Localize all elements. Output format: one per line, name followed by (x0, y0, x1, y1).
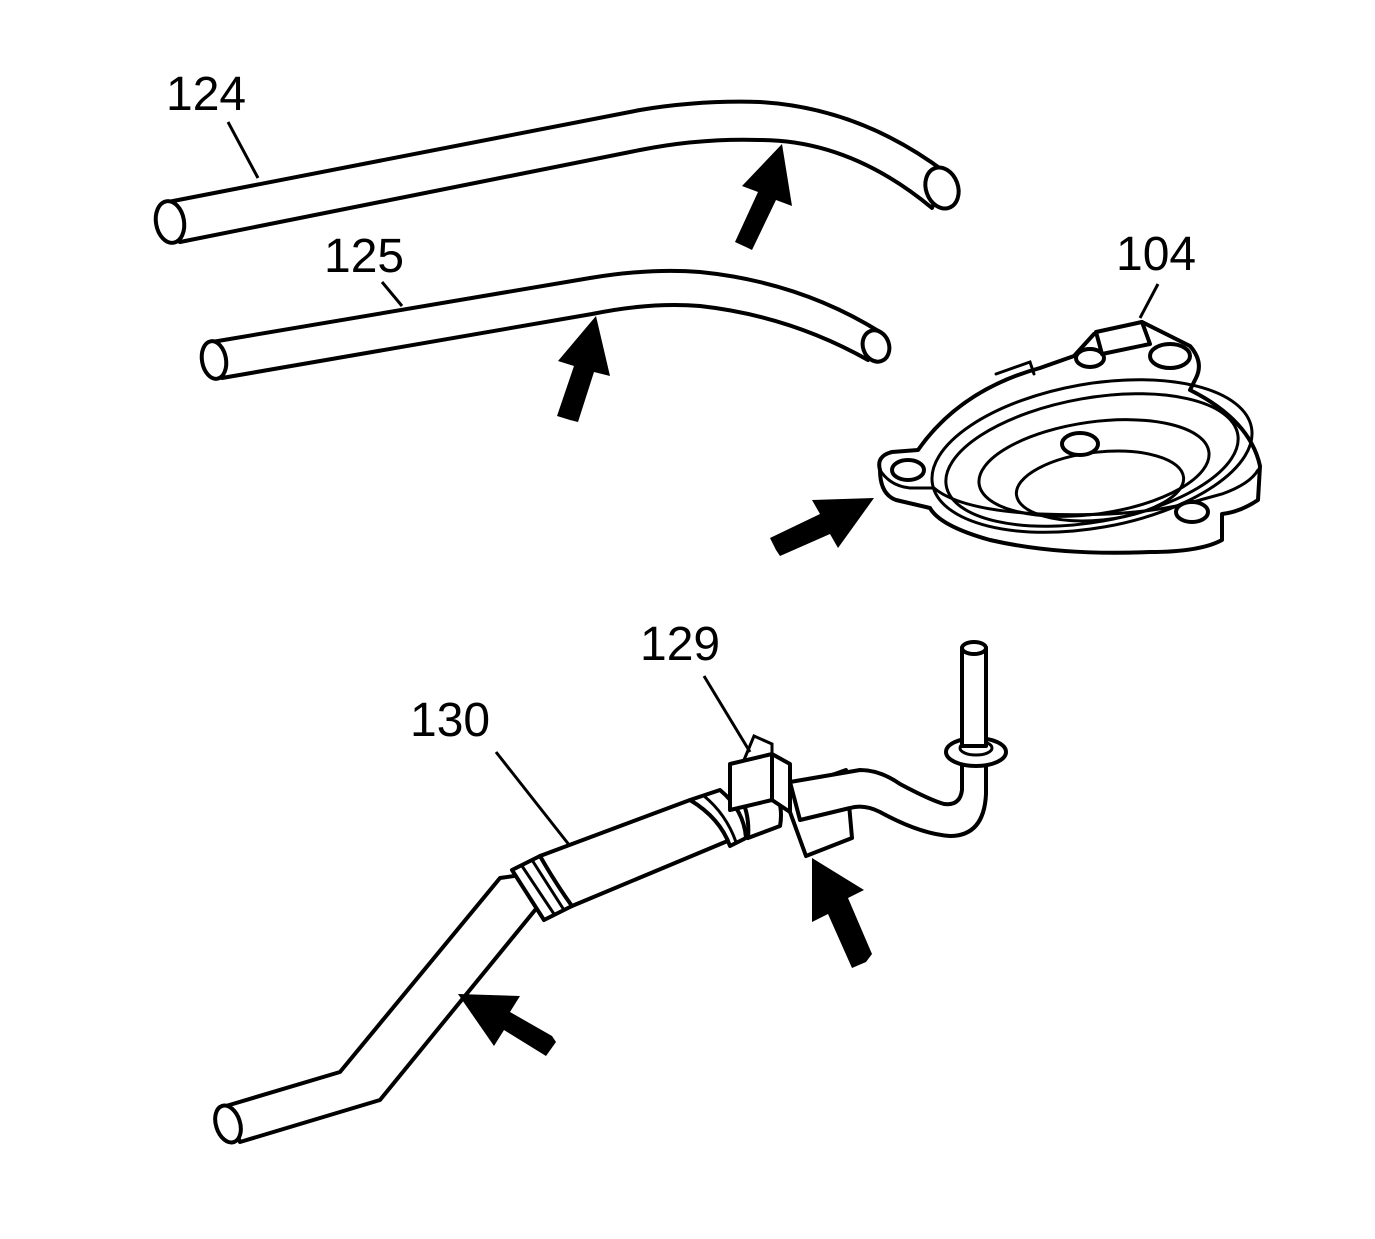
hose-125 (199, 268, 892, 381)
arrow-hose-125 (557, 316, 610, 422)
hose-124 (153, 99, 961, 245)
pipe-130 (213, 784, 783, 1145)
housing-104 (877, 320, 1262, 555)
callout-125: 125 (324, 230, 404, 283)
callout-104: 104 (1116, 228, 1196, 281)
arrow-clip-129 (812, 858, 872, 968)
leader-130 (494, 751, 572, 847)
leader-104 (1138, 283, 1160, 319)
leader-129 (702, 675, 752, 753)
callout-129: 129 (640, 618, 720, 671)
pipe-130-upper (788, 640, 1008, 838)
arrow-hose-124 (735, 144, 792, 250)
leader-125 (380, 281, 404, 307)
leader-124 (226, 121, 260, 179)
callout-130: 130 (410, 694, 490, 747)
callout-124: 124 (166, 68, 246, 121)
arrow-housing-104 (770, 498, 874, 556)
arrow-pipe-130 (458, 994, 556, 1056)
